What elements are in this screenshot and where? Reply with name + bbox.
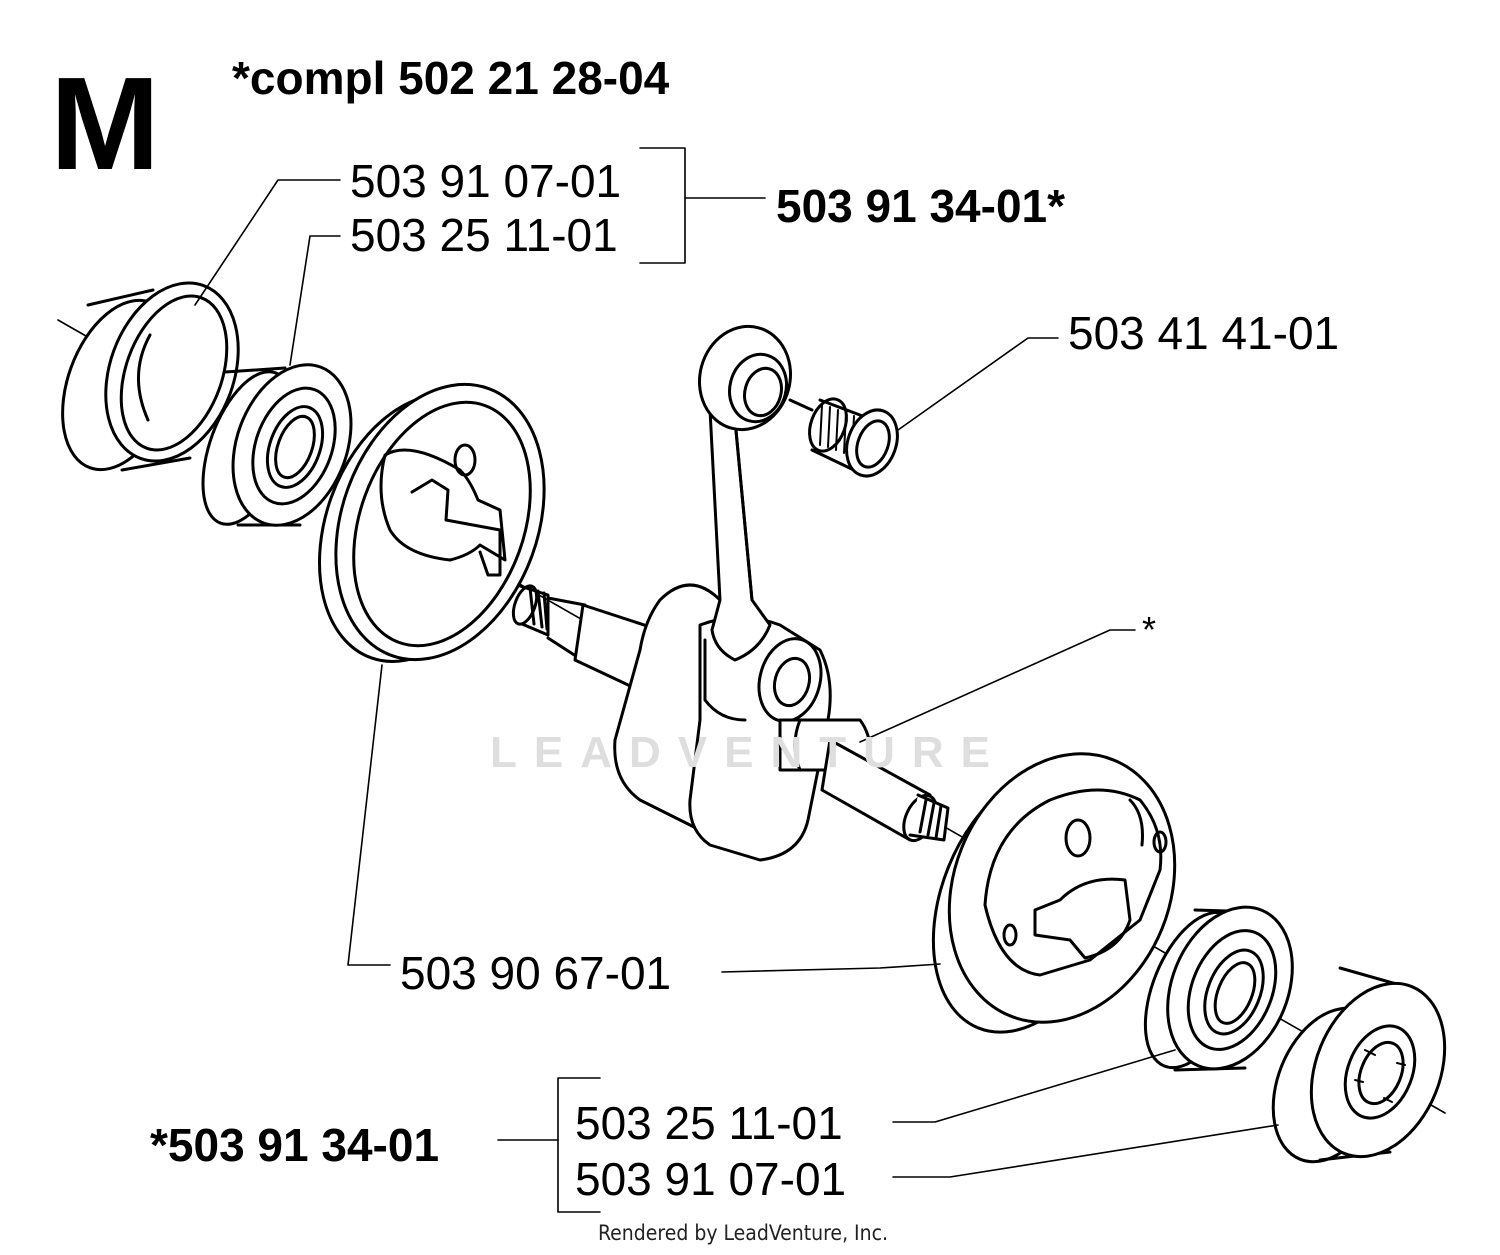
seal-ring-top-icon (61, 281, 240, 472)
crankshaft-icon (613, 583, 950, 862)
ball-bearing-top-icon (201, 363, 353, 527)
needle-bearing-icon (808, 397, 899, 478)
flywheel-half-right-icon (931, 752, 1177, 1034)
part-number-bottom-ring[interactable]: 503 91 07-01 (575, 1153, 847, 1205)
part-number-top-bearing[interactable]: 503 25 11-01 (350, 209, 618, 261)
seal-ring-bottom-icon (1271, 966, 1447, 1164)
leader-lines (194, 147, 1279, 1213)
kit-note: *compl 502 21 28-04 (232, 52, 670, 104)
part-number-bottom-kit[interactable]: *503 91 34-01 (150, 1119, 440, 1171)
ball-bearing-bottom-icon (1143, 905, 1294, 1072)
watermark: LEADVENTURE (490, 728, 1008, 777)
render-credit: Rendered by LeadVenture, Inc. (598, 1221, 888, 1245)
part-number-top-ring[interactable]: 503 91 07-01 (350, 155, 622, 207)
part-number-bottom-bearing[interactable]: 503 25 11-01 (575, 1097, 843, 1149)
part-number-top-kit[interactable]: 503 91 34-01* (776, 180, 1066, 232)
crankshaft-kit-marker: * (1142, 609, 1157, 650)
part-number-flywheel-half[interactable]: 503 90 67-01 (400, 947, 672, 999)
section-letter: M (50, 50, 160, 197)
flywheel-half-left-icon (318, 382, 546, 663)
part-number-needle-bearing[interactable]: 503 41 41-01 (1068, 307, 1340, 359)
connecting-rod-icon (697, 324, 814, 662)
